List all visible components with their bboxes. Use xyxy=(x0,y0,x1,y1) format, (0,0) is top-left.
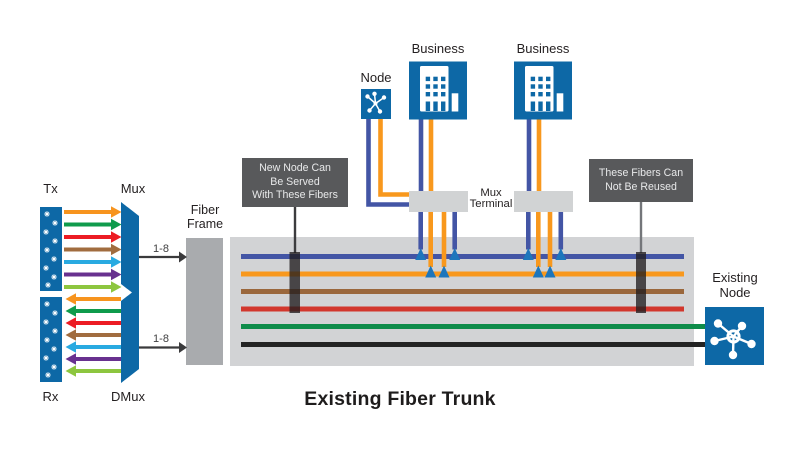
business2-label: Business xyxy=(516,41,570,56)
diagram-title: Existing Fiber Trunk xyxy=(304,388,496,410)
mux-terminal2-box xyxy=(514,191,573,212)
connector-triangle xyxy=(555,248,567,260)
mux-label: Mux xyxy=(120,181,146,196)
tx-module xyxy=(40,207,62,291)
business2-feed-lines xyxy=(526,118,542,193)
network-hub-icon xyxy=(365,91,387,114)
building-windows xyxy=(425,76,446,111)
mux-frame-arrowhead xyxy=(179,251,187,263)
rx-module xyxy=(40,297,62,382)
tx-arrow-purple xyxy=(64,268,122,281)
terminal1-drop-lines xyxy=(418,212,458,267)
node-square xyxy=(361,89,391,119)
rx-arrow-skyblue xyxy=(65,341,121,353)
connector-triangle xyxy=(415,248,427,260)
rx-arrow-purple xyxy=(65,353,121,365)
dmux-to-frame-link xyxy=(139,342,187,353)
business1-square xyxy=(409,61,467,120)
building-icon xyxy=(525,66,564,112)
tap-bar-left xyxy=(289,206,300,313)
tap-bar-right xyxy=(636,201,646,313)
tx-arrow-green xyxy=(64,218,122,231)
mux-terminal1-box xyxy=(409,191,468,212)
dmux-shape xyxy=(121,287,139,383)
rx-fiber-bundle xyxy=(40,297,62,382)
tap-overlay-right xyxy=(636,252,646,313)
rx-arrow-lime xyxy=(65,365,121,377)
existing-node-square xyxy=(705,307,764,365)
dmux-range-label: 1-8 xyxy=(153,333,169,345)
business1-feed-lines xyxy=(418,118,434,193)
rx-arrow-red xyxy=(65,317,121,329)
fiber-frame-box xyxy=(186,238,223,365)
mux-terminal-label: Mux Terminal xyxy=(469,187,513,210)
connector-triangle xyxy=(544,265,556,278)
tap-overlay-left xyxy=(289,252,300,313)
fiber-frame-label: Fiber Frame xyxy=(186,203,224,231)
connector-triangle xyxy=(425,265,437,278)
node-label: Node xyxy=(360,70,392,85)
tx-fiber-bundle xyxy=(40,207,62,291)
rx-arrow-brown xyxy=(65,329,121,341)
node-feed-orange xyxy=(378,118,412,197)
trunk-fibers xyxy=(241,254,711,347)
mux-shape xyxy=(121,202,139,298)
tx-arrow-lime xyxy=(64,281,122,293)
rx-label: Rx xyxy=(42,389,59,404)
connector-triangle xyxy=(532,265,544,278)
terminal2-drop-lines xyxy=(525,212,564,267)
building-icon xyxy=(420,66,459,112)
mux-to-frame-link xyxy=(139,251,187,263)
node-feed-blue xyxy=(366,118,412,207)
mux-range-label: 1-8 xyxy=(153,243,169,255)
fiber-connector-triangles xyxy=(415,248,567,278)
business1-label: Business xyxy=(411,41,465,56)
tx-arrow-brown xyxy=(64,243,122,256)
dmux-frame-arrowhead xyxy=(179,342,187,353)
tx-arrow-red xyxy=(64,231,122,243)
node-feed-lines xyxy=(366,118,412,207)
building-windows xyxy=(530,76,551,111)
callout-not-reused: These Fibers Can Not Be Reused xyxy=(589,159,693,202)
callout-new-node: New Node Can Be Served With These Fibers xyxy=(242,158,348,207)
connector-triangle xyxy=(438,265,450,278)
tx-label: Tx xyxy=(43,181,58,196)
network-hub-icon xyxy=(710,319,756,360)
dmux-label: DMux xyxy=(111,389,145,404)
rx-arrow-orange xyxy=(65,293,121,305)
connector-triangle xyxy=(449,248,461,260)
tx-wavelength-arrows xyxy=(64,206,122,293)
tx-arrow-skyblue xyxy=(64,256,122,268)
business2-square xyxy=(514,61,572,120)
connector-triangle xyxy=(522,248,534,260)
rx-arrow-green xyxy=(65,305,121,317)
tx-arrow-orange xyxy=(64,206,122,218)
existing-node-label: Existing Node xyxy=(712,270,758,300)
rx-wavelength-arrows xyxy=(65,293,121,377)
